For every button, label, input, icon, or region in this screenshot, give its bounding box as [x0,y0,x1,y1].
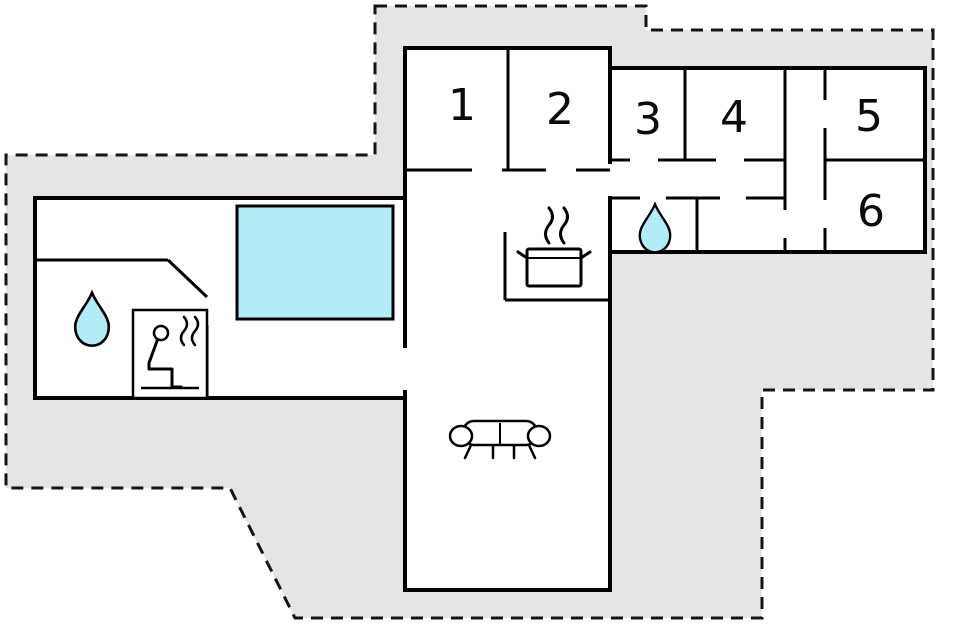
door-openings [401,164,614,390]
pot-handle-left [516,250,529,260]
room-number-3: 3 [634,94,662,145]
room-number-2: 2 [546,84,574,135]
room-number-5: 5 [855,91,883,142]
pot-body [525,247,583,288]
sofa-icon [448,419,552,460]
cooking-pot-icon [516,206,592,288]
pool [235,204,395,321]
sauna-icon [131,308,209,400]
heat-wave-icon [190,315,200,347]
room-number-1: 1 [448,80,476,131]
pot-handle-right [579,250,592,260]
interior-walls [35,48,925,398]
water-drop-icon-right [638,201,672,254]
room-number-6: 6 [857,186,885,237]
heat-wave-icon [179,315,189,347]
sauna-person-head [152,324,170,342]
steam-icon [559,206,569,245]
room-number-4: 4 [720,92,748,143]
steam-icon [544,206,554,245]
water-drop-icon-left [73,289,111,348]
